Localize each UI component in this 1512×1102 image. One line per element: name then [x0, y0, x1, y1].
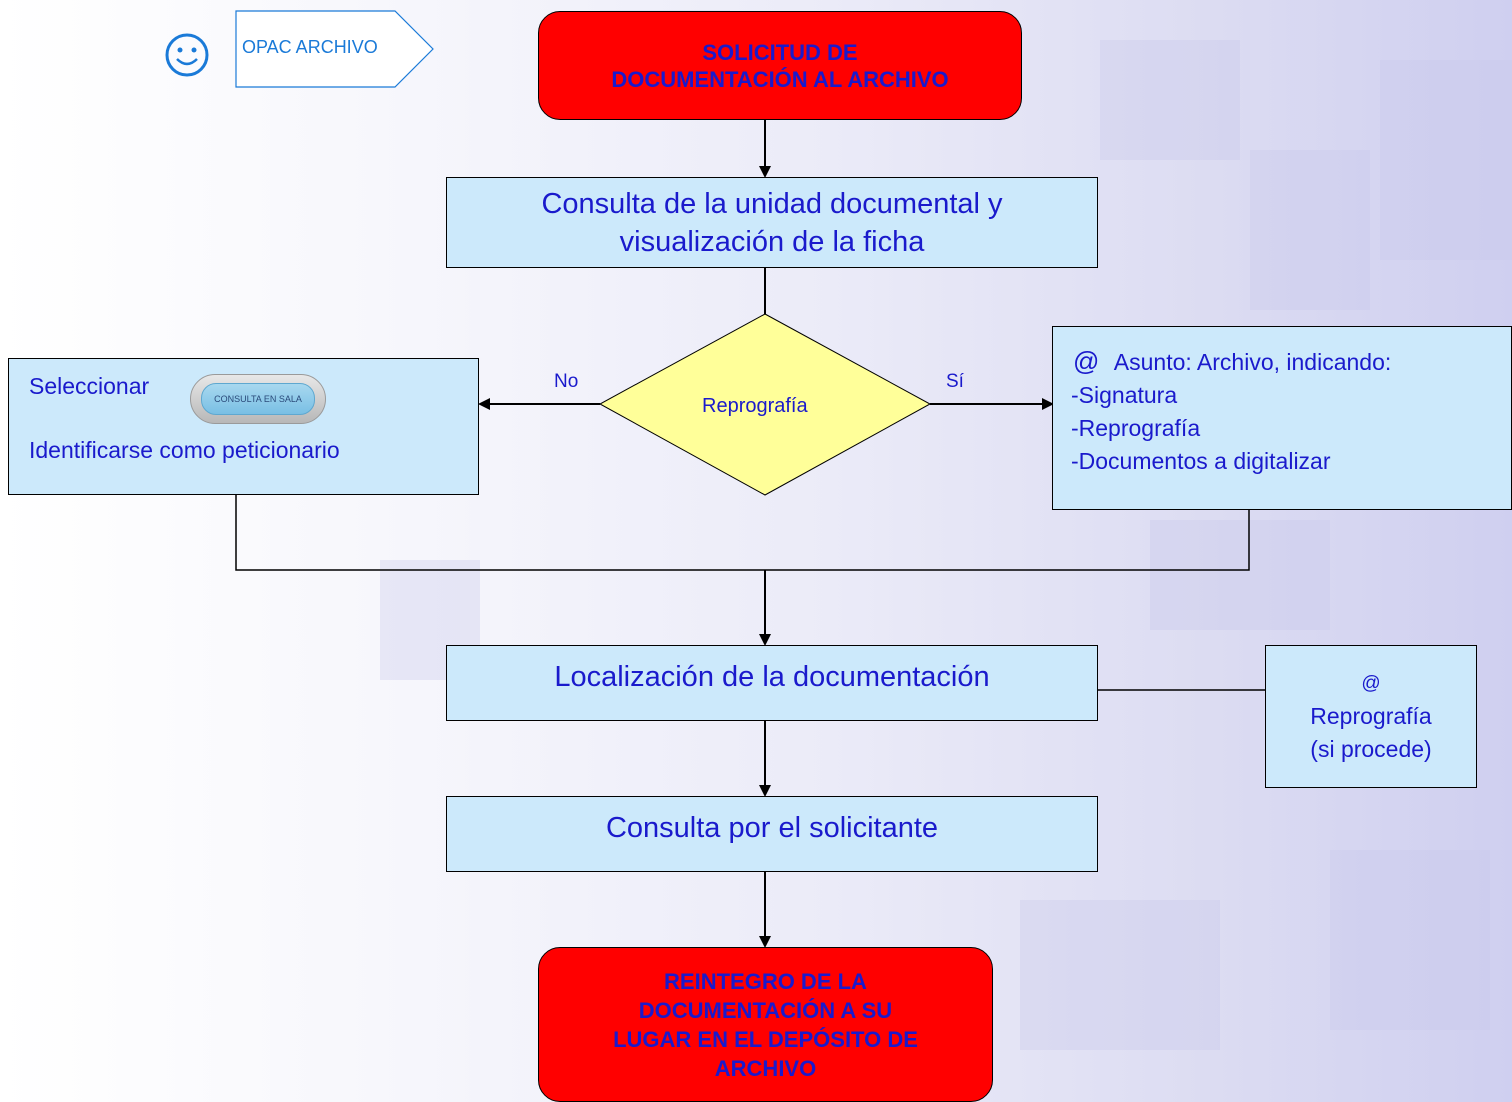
- consulta-en-sala-button[interactable]: CONSULTA EN SALA: [190, 374, 326, 424]
- start-terminal: SOLICITUD DE DOCUMENTACIÓN AL ARCHIVO: [538, 11, 1022, 120]
- note-line1: Reprografía: [1310, 703, 1432, 729]
- consulta-en-sala-label: CONSULTA EN SALA: [201, 383, 315, 415]
- at-symbol-icon: @: [1073, 346, 1100, 376]
- end-line2: DOCUMENTACIÓN A SU: [638, 997, 893, 1023]
- branch-no-label: No: [554, 371, 579, 392]
- consulta-solicitante-box: Consulta por el solicitante: [446, 796, 1098, 872]
- seleccionar-text: Seleccionar: [29, 373, 150, 399]
- end-line4: ARCHIVO: [714, 1055, 817, 1081]
- start-line1: SOLICITUD DE: [702, 39, 858, 65]
- right-asunto-row: @ Asunto: Archivo, indicando:: [1073, 345, 1391, 379]
- right-branch-box: @ Asunto: Archivo, indicando: -Signatura…: [1052, 326, 1512, 510]
- decision-diamond: [598, 313, 932, 496]
- end-terminal: REINTEGRO DE LA DOCUMENTACIÓN A SU LUGAR…: [538, 947, 993, 1102]
- pentagon-shape: [235, 10, 434, 88]
- localizacion-box: Localización de la documentación: [446, 645, 1098, 721]
- list-item-signatura: -Signatura: [1071, 382, 1178, 408]
- end-line1: REINTEGRO DE LA: [664, 968, 867, 994]
- note-line2: (si procede): [1310, 736, 1432, 762]
- end-line3: LUGAR EN EL DEPÓSITO DE: [613, 1026, 918, 1052]
- list-item-reprografia: -Reprografía: [1071, 415, 1201, 441]
- note-at-symbol: @: [1361, 673, 1381, 694]
- merge-line: [235, 495, 1250, 571]
- opac-archivo-link[interactable]: OPAC ARCHIVO: [235, 10, 435, 88]
- consulta-unidad-line1: Consulta de la unidad documental y: [541, 187, 1003, 220]
- reprografia-note-box: @ Reprografía (si procede): [1265, 645, 1477, 788]
- branch-si-label: Sí: [946, 371, 964, 392]
- identificarse-text: Identificarse como peticionario: [29, 437, 340, 463]
- consulta-unidad-line2: visualización de la ficha: [619, 225, 925, 258]
- decision-label: Reprografía: [702, 395, 808, 417]
- smiley-face-icon[interactable]: [162, 30, 212, 80]
- opac-archivo-label: OPAC ARCHIVO: [242, 37, 378, 57]
- consulta-unidad-box: Consulta de la unidad documental y visua…: [446, 177, 1098, 268]
- list-item-documentos: -Documentos a digitalizar: [1071, 448, 1331, 474]
- start-line2: DOCUMENTACIÓN AL ARCHIVO: [611, 66, 949, 92]
- consulta-solicitante-text: Consulta por el solicitante: [605, 812, 939, 844]
- localizacion-text: Localización de la documentación: [554, 661, 990, 693]
- asunto-text: Asunto: Archivo, indicando:: [1113, 349, 1392, 375]
